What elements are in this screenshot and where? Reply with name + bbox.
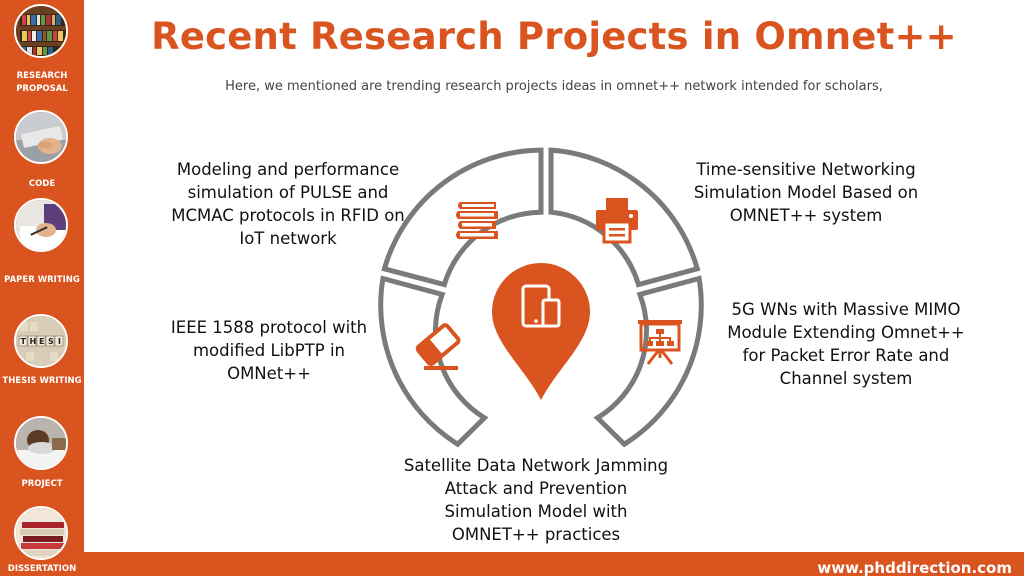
- eraser-icon: [415, 323, 461, 370]
- sidebar: RESEARCH PROPOSAL CODE PAPER WRITING: [0, 0, 84, 576]
- project-thumbnail[interactable]: [14, 416, 68, 470]
- page-subtitle: Here, we mentioned are trending research…: [225, 79, 883, 94]
- printer-icon: [596, 198, 638, 244]
- code-thumbnail[interactable]: [14, 110, 68, 164]
- page-title: Recent Research Projects in Omnet++: [151, 15, 957, 58]
- center-pin: [492, 262, 590, 400]
- dissertation-thumbnail[interactable]: [14, 506, 68, 560]
- project-text-mid-left: IEEE 1588 protocol with modified LibPTP …: [170, 318, 368, 383]
- sidebar-label-dissertation[interactable]: DISSERTATION: [7, 564, 77, 574]
- project-text-top-left: Modeling and performance simulation of P…: [171, 160, 405, 248]
- paper-writing-thumbnail[interactable]: [14, 198, 68, 252]
- sidebar-label-code[interactable]: CODE: [28, 179, 56, 189]
- svg-text:H: H: [30, 337, 37, 346]
- segment-bottom-right: [593, 275, 704, 448]
- project-text-bottom: Satellite Data Network Jamming Attack an…: [403, 456, 669, 544]
- sidebar-label-research-proposal[interactable]: RESEARCH PROPOSAL: [16, 71, 68, 94]
- svg-text:S: S: [48, 337, 54, 346]
- sidebar-label-paper-writing[interactable]: PAPER WRITING: [4, 275, 80, 285]
- project-text-mid-right: 5G WNs with Massive MIMO Module Extendin…: [727, 300, 965, 388]
- research-proposal-thumbnail[interactable]: [14, 4, 68, 58]
- website-link[interactable]: www.phddirection.com: [817, 559, 1012, 576]
- research-wheel-diagram: [378, 147, 704, 448]
- svg-text:E: E: [39, 337, 44, 346]
- project-text-top-right: Time-sensitive Networking Simulation Mod…: [693, 160, 919, 225]
- svg-text:I: I: [58, 337, 61, 346]
- svg-text:T: T: [21, 337, 27, 346]
- presentation-board-icon: [638, 320, 682, 365]
- books-icon: [456, 202, 498, 239]
- footer-bar: www.phddirection.com: [84, 552, 1024, 576]
- segment-top-left: [381, 147, 544, 288]
- segment-top-right: [548, 147, 701, 288]
- sidebar-label-thesis-writing[interactable]: THESIS WRITING: [2, 376, 82, 386]
- tablet-phone-icon: [521, 284, 561, 328]
- sidebar-label-project[interactable]: PROJECT: [21, 479, 63, 489]
